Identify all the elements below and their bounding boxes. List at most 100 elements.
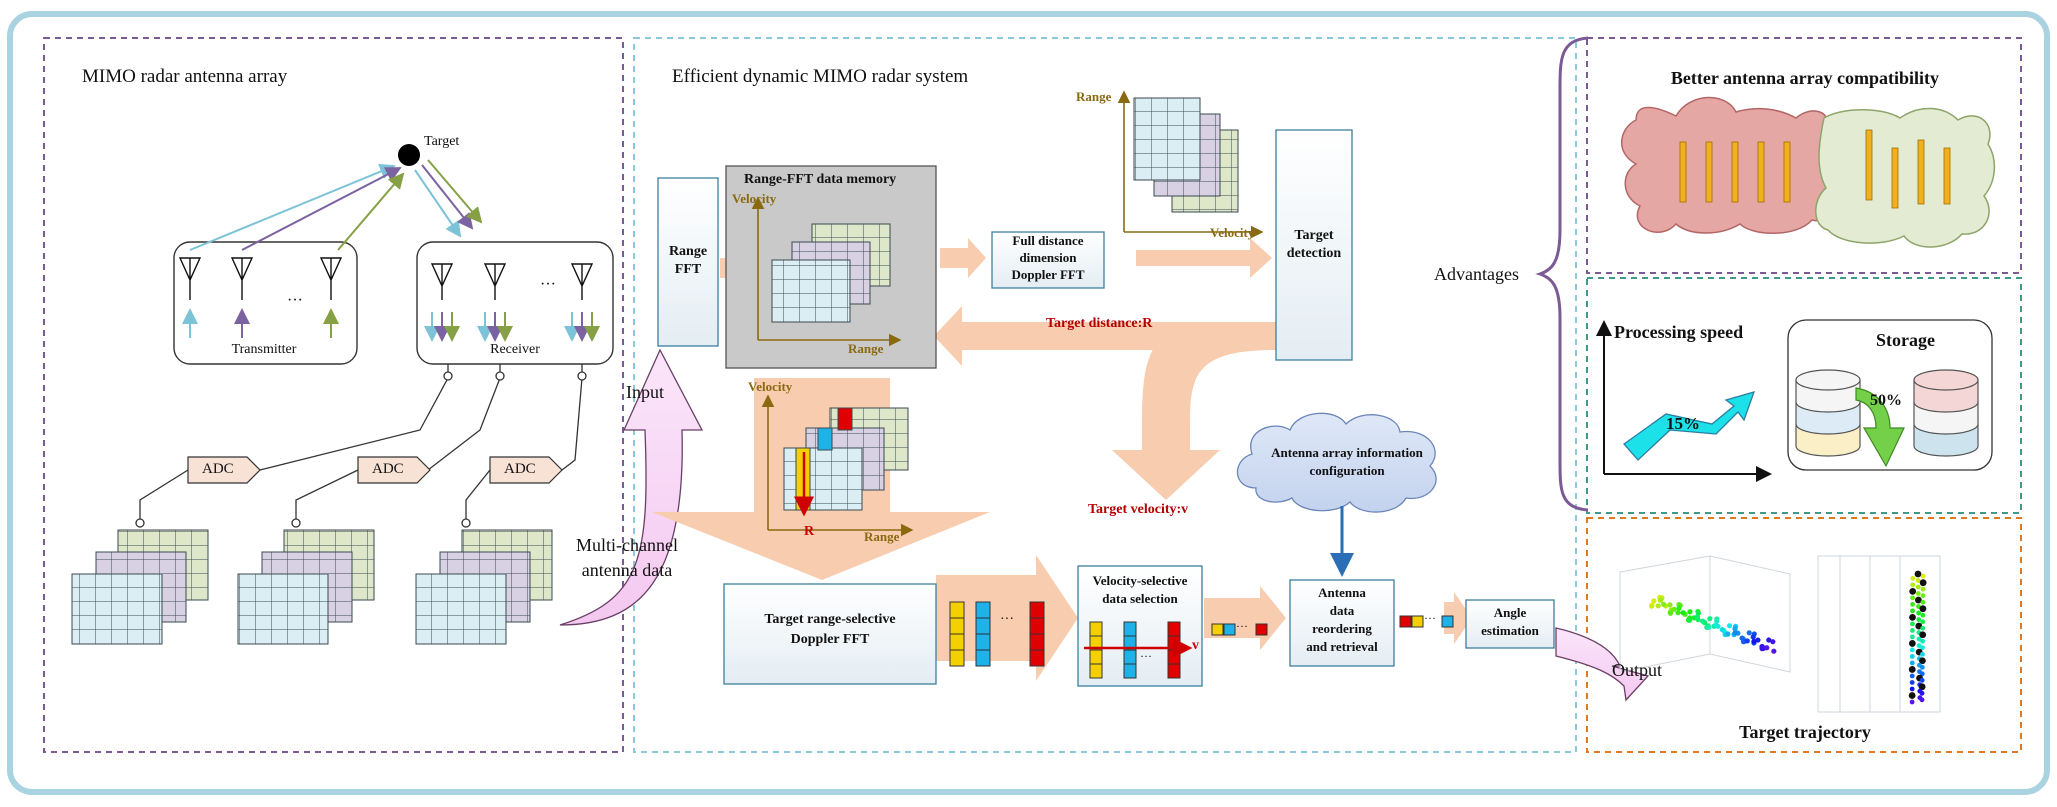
trajectory-point bbox=[1909, 647, 1915, 653]
trajectory-point bbox=[1726, 623, 1733, 629]
outer-frame bbox=[7, 11, 2050, 795]
reorder-line-1: Antenna bbox=[1318, 585, 1366, 600]
trajectory-point bbox=[1686, 617, 1693, 623]
middle-panel-frame bbox=[633, 37, 1577, 753]
trajectory-point bbox=[1655, 603, 1661, 609]
trajectory-point bbox=[1915, 596, 1922, 604]
trajectory-point bbox=[1694, 613, 1701, 620]
transmitter-label: Transmitter bbox=[231, 342, 297, 357]
adc-label-3: ADC bbox=[504, 461, 536, 477]
input-label: Input bbox=[626, 382, 664, 402]
doppler-columns-ellipsis: ··· bbox=[1000, 612, 1014, 627]
trajectory-point bbox=[1909, 587, 1917, 595]
trajectory-point bbox=[1910, 601, 1915, 607]
trajectory-point bbox=[1909, 686, 1915, 692]
trajectory-point bbox=[1680, 610, 1686, 616]
trajectory-point bbox=[1910, 582, 1916, 588]
transmitter-box bbox=[173, 241, 358, 365]
channel-cube-2 bbox=[237, 529, 375, 645]
trajectory-point bbox=[1920, 593, 1926, 599]
trajectory-point bbox=[1909, 673, 1915, 679]
selection-velocity-axis: Velocity bbox=[748, 379, 793, 394]
target-detection-box bbox=[1275, 129, 1353, 361]
trajectory-point bbox=[1919, 579, 1927, 587]
range-fft-box bbox=[657, 177, 719, 347]
storage-db-left bbox=[1795, 369, 1861, 457]
target-velocity-label: Target velocity:v bbox=[1088, 502, 1189, 517]
trajectory-point bbox=[1919, 690, 1925, 696]
angle-line-1: Angle bbox=[1493, 605, 1527, 620]
trajectory-point bbox=[1909, 680, 1915, 685]
doppler-velocity-axis: Velocity bbox=[1210, 225, 1255, 240]
angle-estimation-box bbox=[1465, 599, 1555, 649]
trajectory-point bbox=[1766, 637, 1772, 643]
trajectory-point bbox=[1671, 606, 1677, 612]
squares-ellipsis-2: ··· bbox=[1424, 611, 1436, 625]
trajectory-point bbox=[1908, 640, 1916, 647]
velocity-selective-ellipsis: ··· bbox=[1140, 649, 1152, 663]
trajectory-point bbox=[1908, 692, 1916, 699]
range-selective-line-2: Doppler FFT bbox=[790, 632, 870, 647]
compat-title: Better antenna array compatibility bbox=[1670, 68, 1940, 88]
selection-range-axis: Range bbox=[864, 529, 900, 544]
range-selection-cube bbox=[783, 407, 909, 511]
angle-line-2: estimation bbox=[1481, 623, 1539, 638]
trajectory-point bbox=[1910, 595, 1916, 601]
full-distance-line-1: Full distance bbox=[1012, 233, 1084, 248]
trajectory-point bbox=[1916, 617, 1922, 622]
middle-panel-title: Efficient dynamic MIMO radar system bbox=[672, 66, 969, 87]
adc-label-2: ADC bbox=[372, 461, 404, 477]
trajectory-point bbox=[1706, 624, 1712, 630]
trajectory-point bbox=[1764, 645, 1770, 651]
compat-panel-frame bbox=[1586, 37, 2022, 274]
doppler-columns bbox=[949, 601, 1045, 667]
target-detection-line-1: Target bbox=[1294, 228, 1334, 243]
adc-tag-1 bbox=[187, 456, 261, 484]
trajectory-point bbox=[1909, 654, 1915, 659]
channel-cube-1 bbox=[71, 529, 209, 645]
trajectory-point bbox=[1667, 602, 1673, 608]
trajectory-point bbox=[1919, 605, 1927, 613]
trajectory-point bbox=[1910, 575, 1916, 581]
trajectory-point bbox=[1910, 608, 1915, 614]
receiver-label: Receiver bbox=[490, 342, 540, 357]
storage-gain-label: 50% bbox=[1870, 392, 1902, 409]
trajectory-point bbox=[1919, 664, 1925, 670]
trajectory-point bbox=[1915, 578, 1921, 583]
v-marker: v bbox=[1192, 638, 1199, 653]
advantages-label: Advantages bbox=[1434, 264, 1519, 284]
tx-ellipsis: ··· bbox=[287, 292, 303, 309]
adc-tag-3 bbox=[489, 456, 563, 484]
trajectory-point bbox=[1919, 697, 1925, 703]
trajectory-point bbox=[1707, 616, 1713, 622]
doppler-range-axis: Range bbox=[1076, 89, 1112, 104]
trajectory-point bbox=[1915, 584, 1921, 590]
storage-db-right bbox=[1913, 369, 1979, 457]
trajectory-point bbox=[1651, 598, 1657, 604]
velocity-selective-line-1: Velocity-selective bbox=[1092, 573, 1188, 588]
trajectory-point bbox=[1759, 645, 1765, 652]
adc-label-1: ADC bbox=[202, 461, 234, 477]
input-curved-arrow bbox=[559, 348, 704, 626]
trajectory-point bbox=[1910, 628, 1915, 633]
r-marker: R bbox=[804, 524, 815, 539]
trajectory-point bbox=[1667, 610, 1674, 616]
channel-cube-3 bbox=[415, 529, 553, 645]
range-fft-line-2: FFT bbox=[674, 262, 702, 277]
antenna-reorder-box bbox=[1289, 579, 1395, 667]
trajectory-panel-frame bbox=[1586, 517, 2022, 753]
trajectory-point bbox=[1746, 630, 1752, 636]
range-selective-doppler-box bbox=[723, 583, 937, 685]
trajectory-point bbox=[1732, 626, 1738, 632]
speed-arrow bbox=[1623, 391, 1756, 461]
trajectory-point bbox=[1725, 631, 1731, 637]
trajectory-point bbox=[1918, 657, 1926, 665]
reorder-line-4: and retrieval bbox=[1306, 639, 1378, 654]
puzzle-piece-green bbox=[1815, 107, 1996, 248]
trajectory-point bbox=[1657, 597, 1664, 603]
memory-range-axis: Range bbox=[848, 341, 884, 356]
multichannel-line-2: antenna data bbox=[581, 560, 673, 580]
storage-arrow bbox=[1855, 387, 1905, 468]
target-dot bbox=[398, 144, 420, 166]
